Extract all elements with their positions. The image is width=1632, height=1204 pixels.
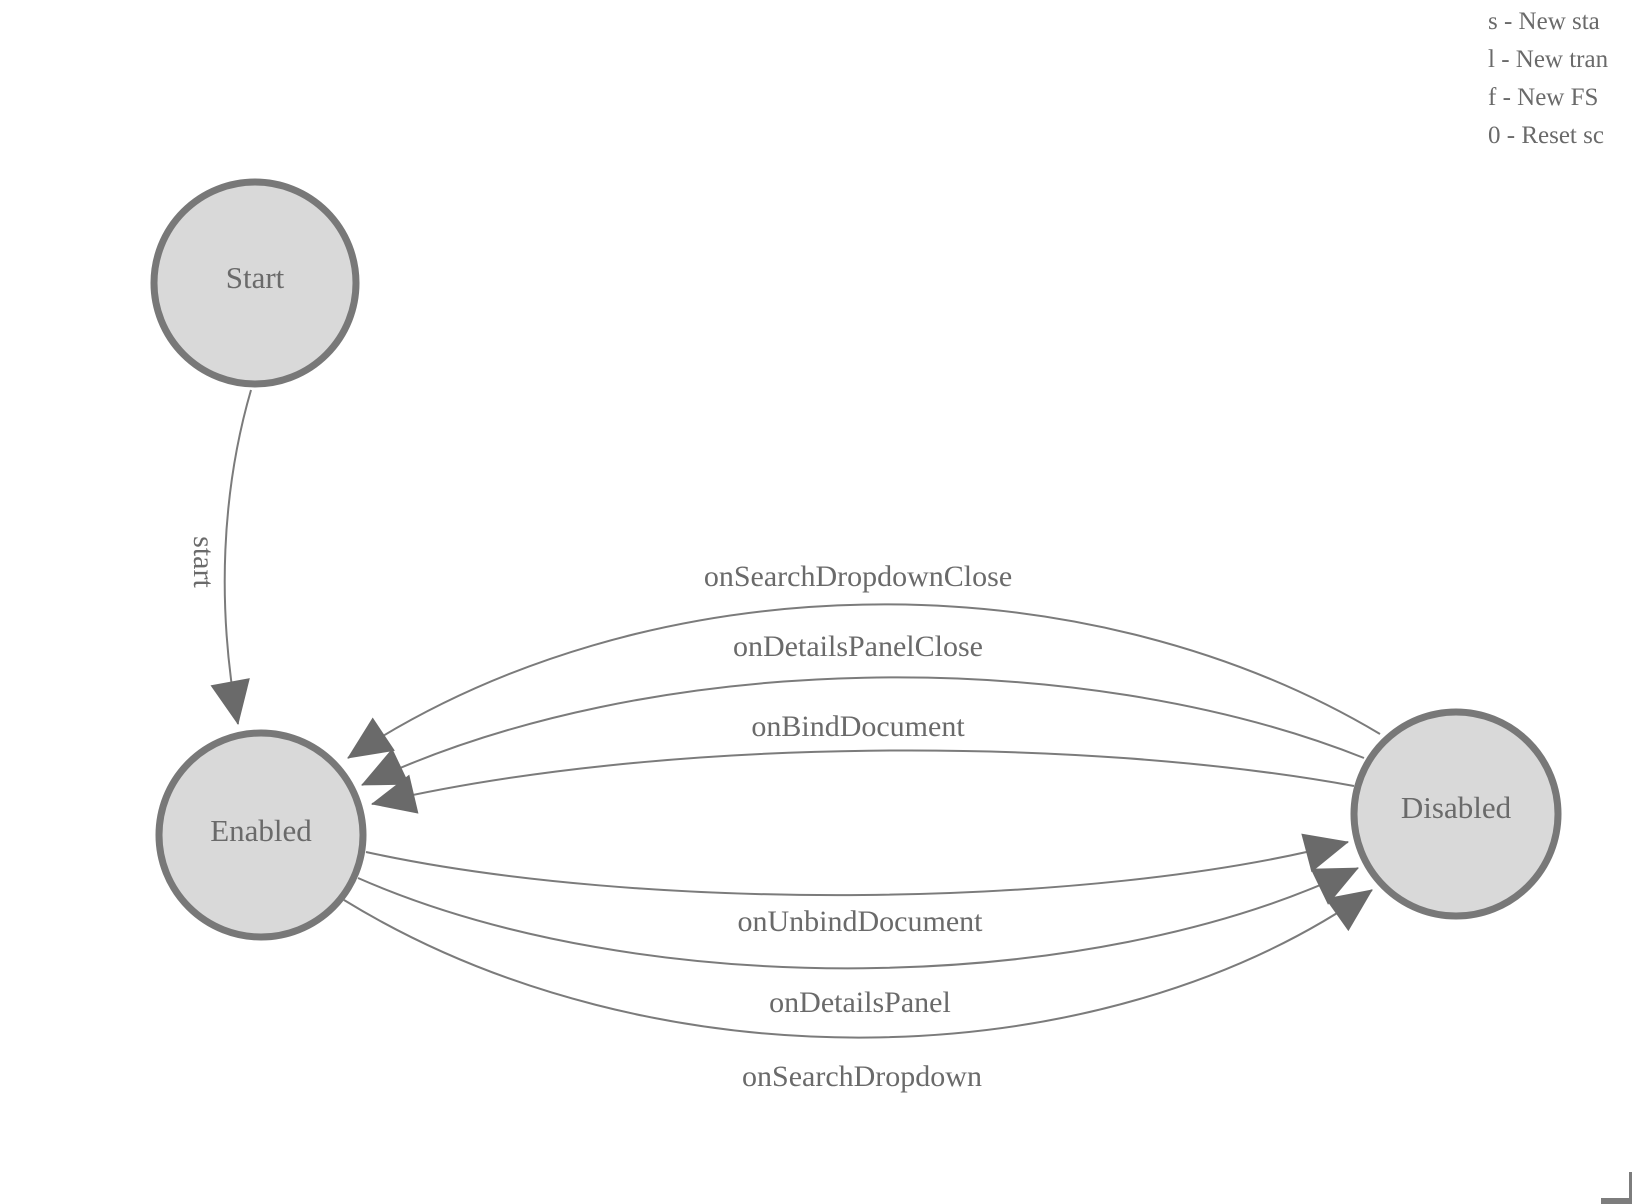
state-circle-start[interactable] xyxy=(150,178,360,388)
state-label-start: Start xyxy=(226,260,285,295)
state-node-enabled[interactable]: Enabled xyxy=(155,729,367,941)
transition-label-start[interactable]: start xyxy=(187,536,220,588)
transition-edge-onUnbindDocument[interactable] xyxy=(365,833,1349,897)
transition-edge-start[interactable] xyxy=(210,389,252,725)
transition-edge-onDetailsPanelClose[interactable] xyxy=(361,676,1365,786)
transition-label-onSearchDropdown[interactable]: onSearchDropdown xyxy=(742,1060,982,1093)
transition-label-onDetailsPanel[interactable]: onDetailsPanel xyxy=(769,986,951,1019)
transition-edge-onSearchDropdownClose[interactable] xyxy=(347,603,1381,759)
transition-edge-onSearchDropdown[interactable] xyxy=(343,889,1373,1039)
state-circle-enabled[interactable] xyxy=(155,729,367,941)
state-label-disabled: Disabled xyxy=(1401,790,1512,825)
legend-line-new-state: s - New sta xyxy=(1488,8,1600,35)
state-circle-disabled[interactable] xyxy=(1350,708,1562,920)
transition-edge-onBindDocument[interactable] xyxy=(371,749,1355,814)
state-label-enabled: Enabled xyxy=(210,813,312,848)
transition-label-onSearchDropdownClose[interactable]: onSearchDropdownClose xyxy=(704,560,1012,593)
legend-line-reset: 0 - Reset sc xyxy=(1488,122,1604,149)
transition-label-onBindDocument[interactable]: onBindDocument xyxy=(751,710,965,743)
shortcut-legend: s - New sta l - New tran f - New FS 0 - … xyxy=(1488,3,1608,155)
transition-label-onDetailsPanelClose[interactable]: onDetailsPanelClose xyxy=(733,630,983,663)
transition-edge-onDetailsPanel[interactable] xyxy=(357,867,1359,970)
legend-line-new-transition: l - New tran xyxy=(1488,46,1609,73)
frame-corner-horizontal-edge xyxy=(1601,1198,1632,1204)
state-node-disabled[interactable]: Disabled xyxy=(1350,708,1562,920)
state-node-start[interactable]: Start xyxy=(150,178,360,388)
transition-label-onUnbindDocument[interactable]: onUnbindDocument xyxy=(738,905,984,938)
legend-line-new-fsm: f - New FS xyxy=(1488,84,1599,111)
frame-corner-vertical-edge xyxy=(1629,1172,1632,1204)
